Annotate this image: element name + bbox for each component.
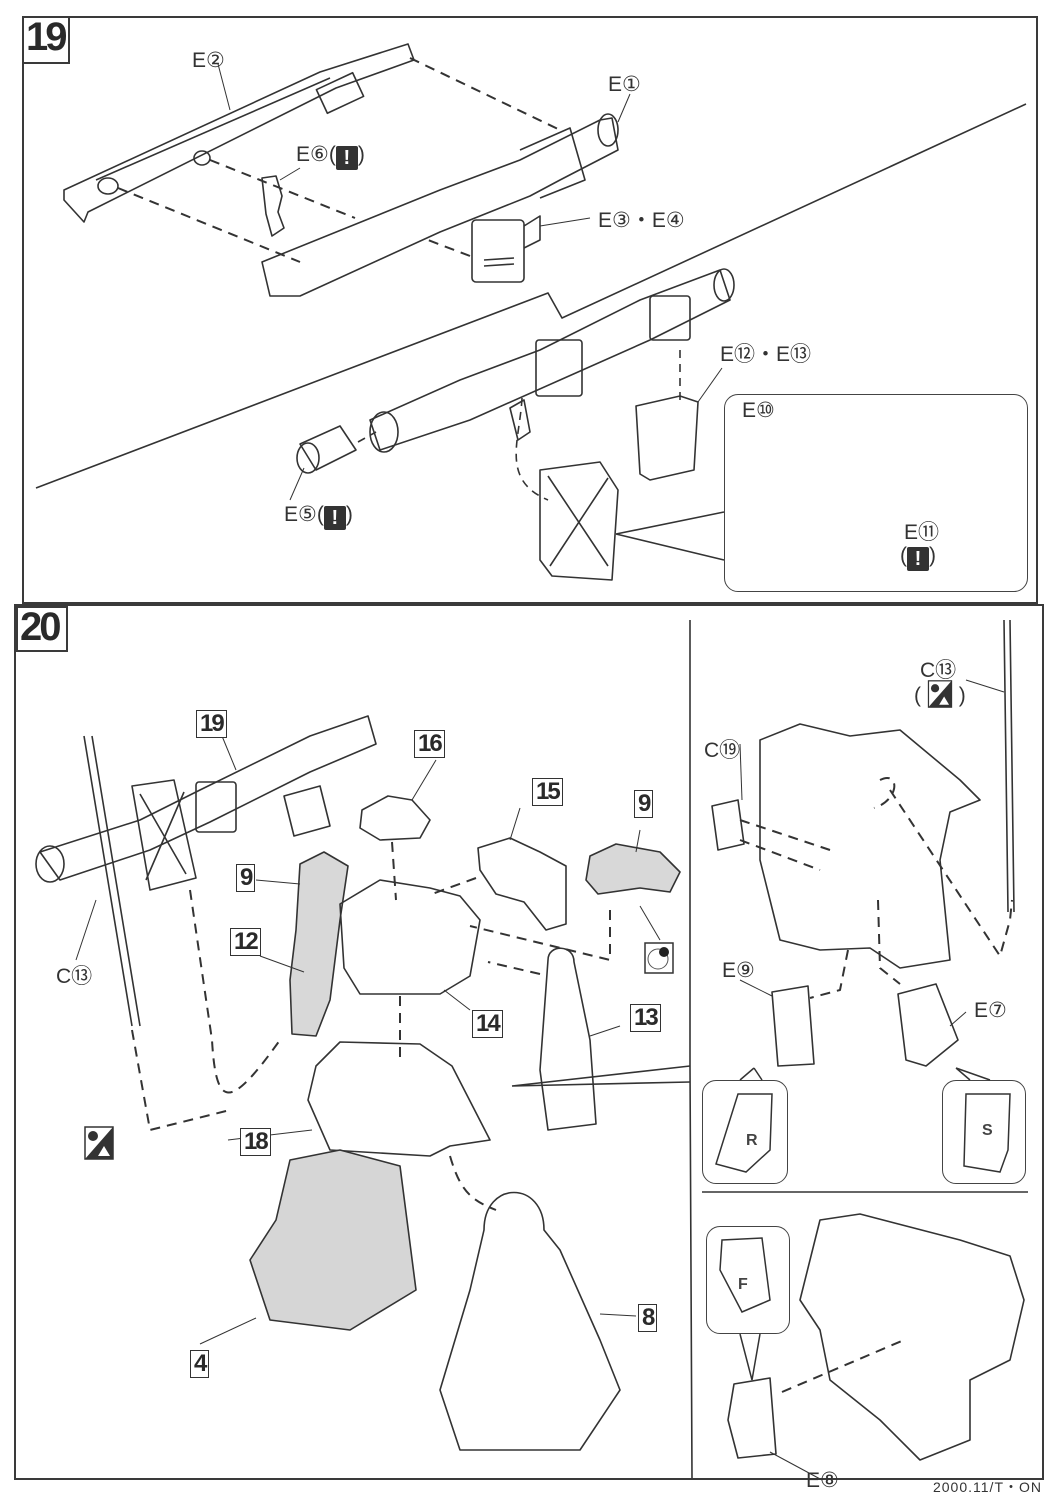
cut-sprue-icon-right-group: ( ) [914,680,966,708]
part-c13-rod-right [1003,619,1015,913]
label-e3-e4: E③・E④ [598,209,685,232]
caution-icon: ! [335,146,358,170]
label-e7: E⑦ [974,999,1007,1022]
part-e1-barrel [261,113,619,297]
part-box-4: 4 [190,1350,210,1378]
step-number-19: 19 [22,16,70,64]
part-e5-nozzle [296,425,357,474]
magazine-mark-f: F [738,1276,748,1293]
label-e6-group: E⑥(!) [296,143,365,170]
part-13-arm [539,947,597,1131]
label-c13-right: C⑬ [920,659,957,682]
part-e2-rail [63,43,415,223]
part-box-18: 18 [240,1128,271,1156]
part-e12-magazine [635,395,699,481]
caution-icon: ! [323,506,346,530]
part-box-12: 12 [230,928,261,956]
step20-divider [689,620,693,1479]
part-15 [477,837,567,931]
label-e11: E⑪ [904,521,940,544]
magazine-mark-s: S [982,1122,993,1139]
lower-back-view [799,1213,1025,1461]
label-e1: E① [608,73,641,96]
part-box-13: 13 [630,1004,661,1032]
part-c13-rod [83,735,141,1027]
sticker-dot-icon [644,942,674,974]
part-4 [249,1149,417,1331]
step20-weapon [35,715,377,891]
part-9-left-arm [289,851,349,1037]
cut-sprue-icon [927,680,952,708]
print-code: 2000.11/T・ON [932,1479,1042,1495]
part-box-9-right: 9 [634,790,654,818]
part-18 [307,1041,491,1157]
part-box-8: 8 [638,1304,658,1332]
label-e10: E⑩ [742,399,775,422]
label-e2: E② [192,49,225,72]
part-box-16: 16 [414,730,445,758]
label-e11-caution: (!) [900,544,936,571]
part-e9-magazine [771,985,815,1067]
part-box-14: 14 [472,1010,503,1038]
label-e6: E⑥ [296,143,329,166]
part-16 [359,795,431,841]
part-e7-magazine [897,983,959,1067]
step-20-panel [14,604,1044,1480]
caution-icon: ! [907,547,929,571]
assembled-bazooka [369,268,735,453]
magazine-inset-f [706,1226,790,1334]
label-e9: E⑨ [722,959,755,982]
part-9-right [585,843,681,895]
part-14-torso [339,879,481,995]
step-number-20: 20 [16,606,68,652]
detail-inset-e10-e11 [724,394,1028,592]
back-view-body [711,723,1013,999]
part-e3-e4-block [471,215,541,283]
cut-sprue-icon [84,1126,114,1160]
magazine-inset-r [702,1080,788,1184]
label-e5-group: E⑤(!) [284,503,353,530]
part-box-19: 19 [196,710,227,738]
part-box-15: 15 [532,778,563,806]
part-e6-trigger [261,175,285,237]
magazine-mark-r: R [746,1132,758,1149]
label-c13-left: C⑬ [56,965,93,988]
part-8 [439,1191,621,1451]
divider-line [35,103,1027,489]
label-e8: E⑧ [806,1469,839,1492]
part-e8-magazine [727,1377,777,1459]
step-19-panel [22,16,1038,604]
part-box-9-left: 9 [236,864,256,892]
label-e5: E⑤ [284,503,317,526]
label-e12-e13: E⑫・E⑬ [720,343,812,366]
label-c19: C⑲ [704,739,741,762]
part-e10-plate [539,461,619,581]
